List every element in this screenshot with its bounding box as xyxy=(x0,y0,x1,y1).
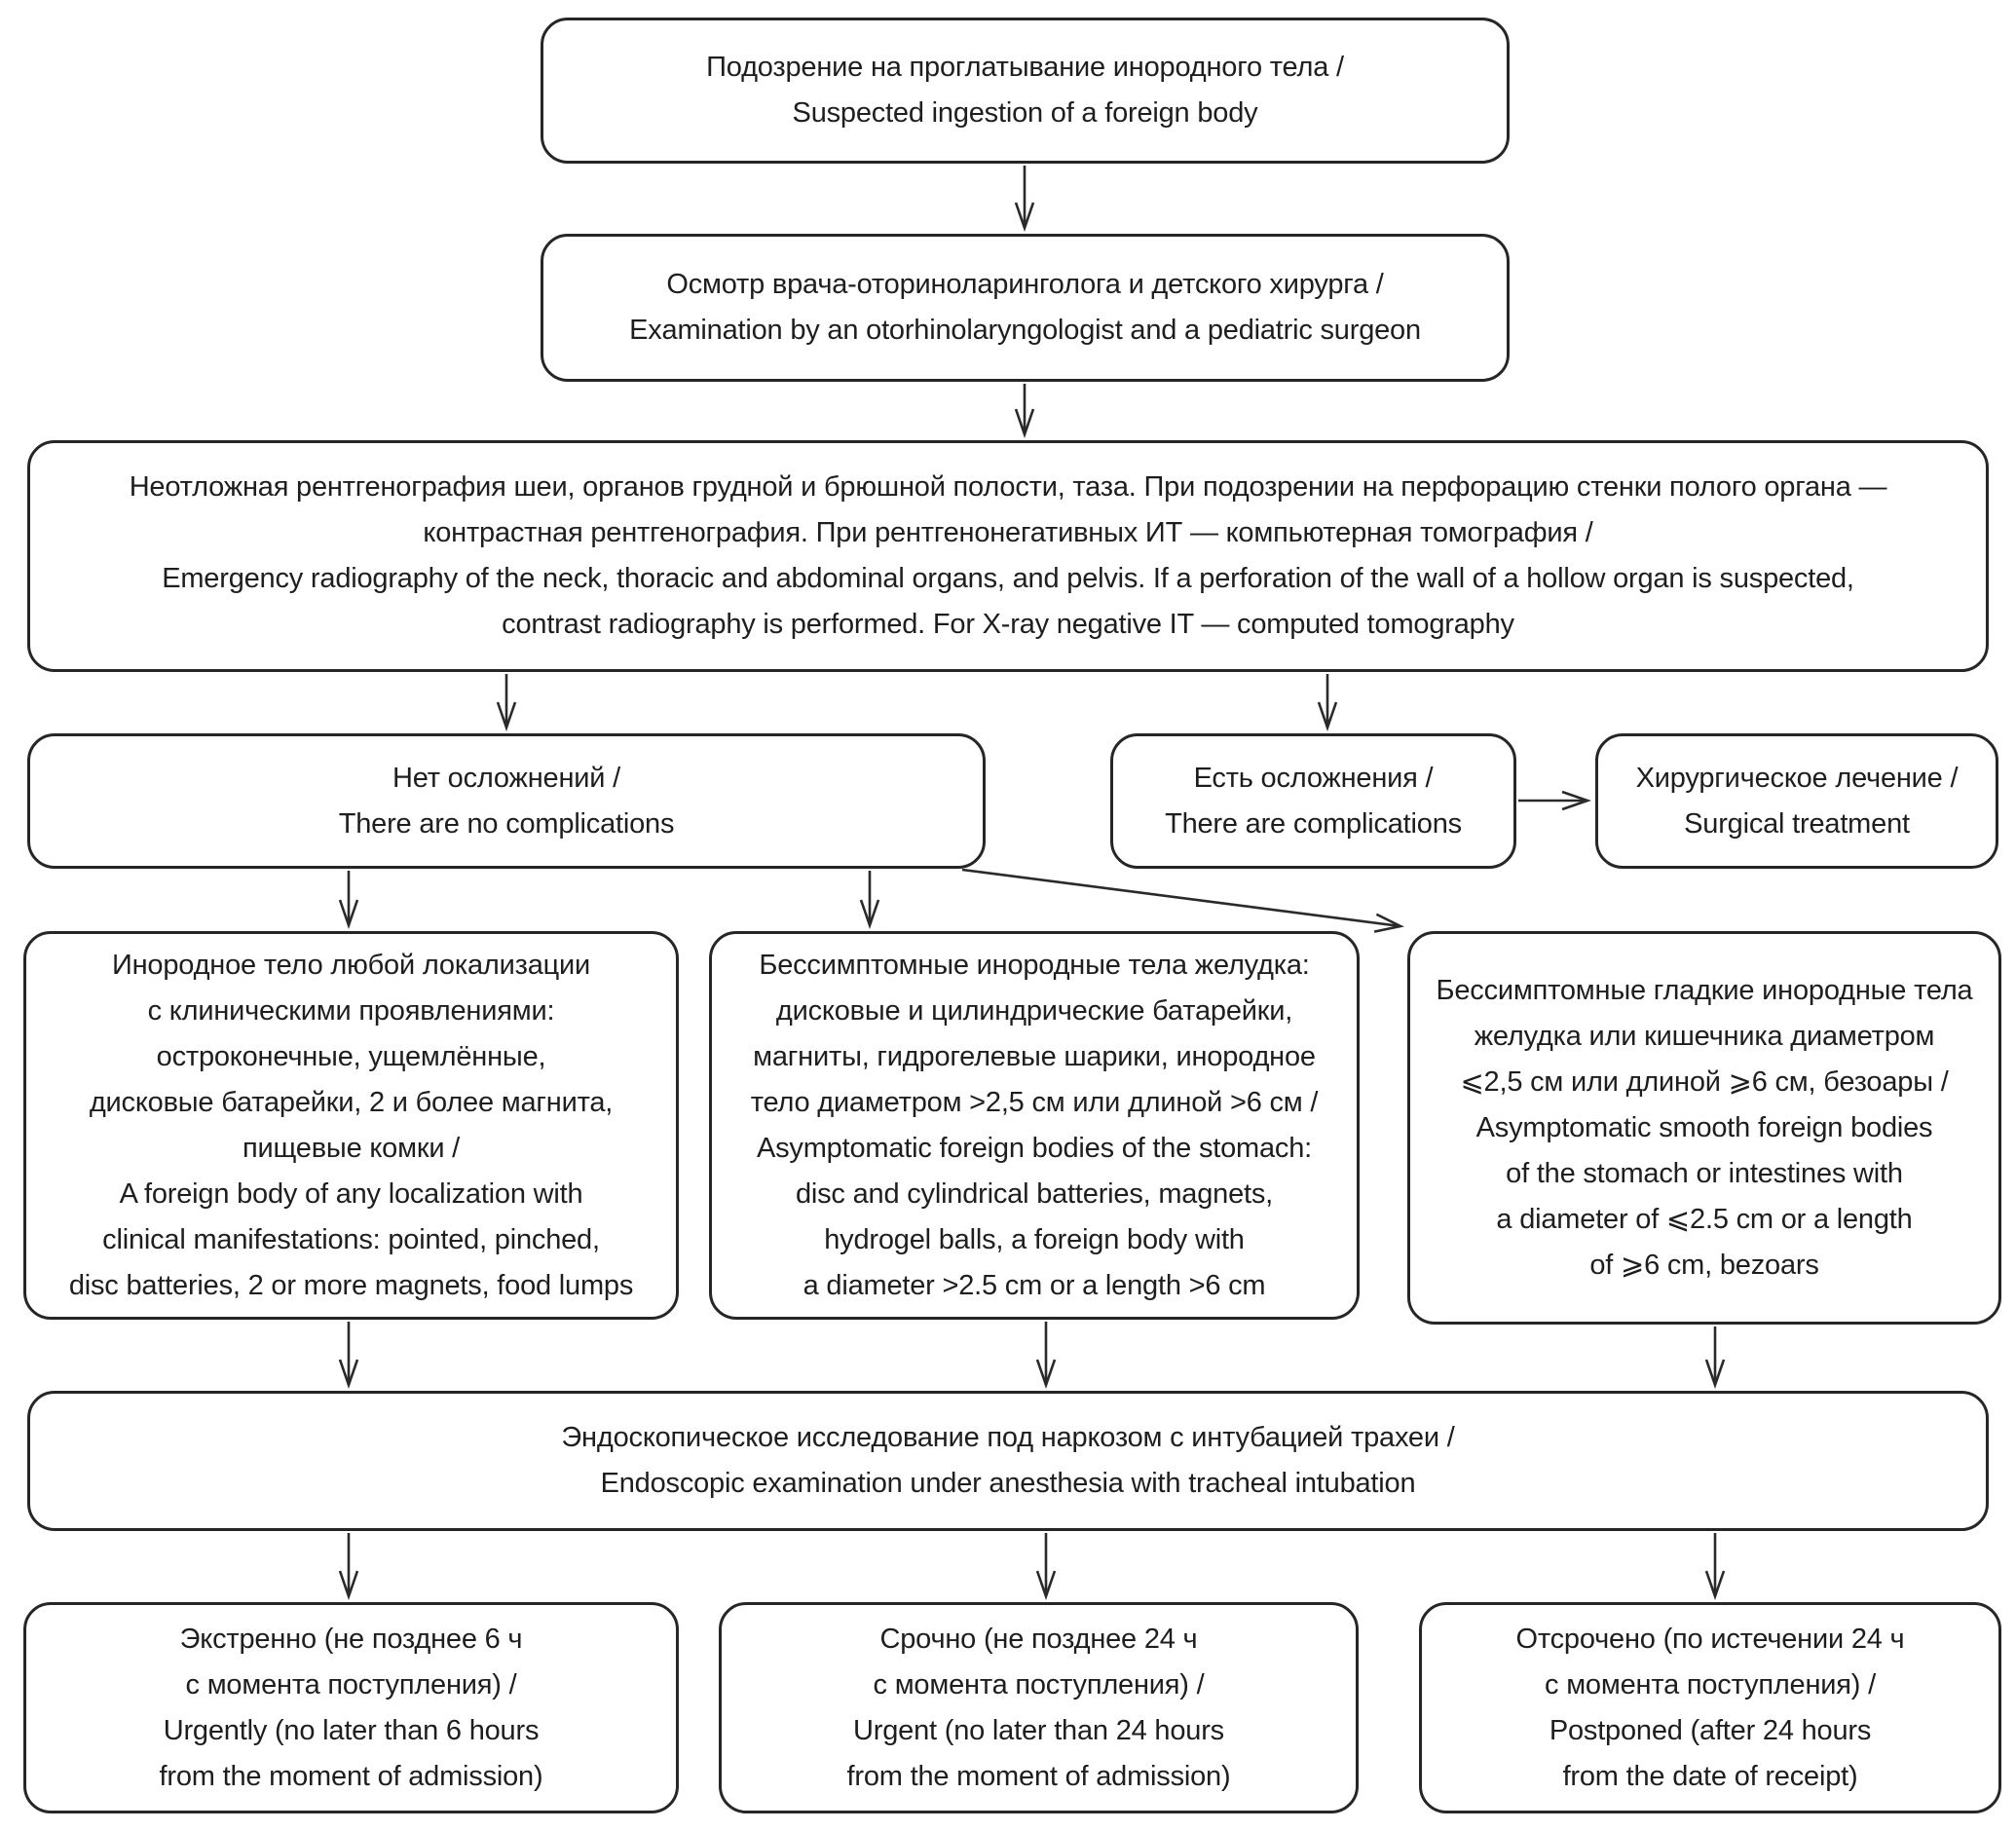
arrow-no-complications-to-asymptomatic-smooth xyxy=(961,868,1404,933)
node-examination: Осмотр врача-оториноларинголога и детско… xyxy=(541,234,1510,382)
node-endoscopy: Эндоскопическое исследование под наркозо… xyxy=(27,1391,1989,1531)
node-radiography: Неотложная рентгенография шеи, органов г… xyxy=(27,440,1989,672)
node-surgical-treatment: Хирургическое лечение /Surgical treatmen… xyxy=(1595,733,1998,869)
node-no-complications: Нет осложнений /There are no complicatio… xyxy=(27,733,986,869)
node-complications: Есть осложнения /There are complications xyxy=(1110,733,1516,869)
node-suspected-ingestion: Подозрение на проглатывание инородного т… xyxy=(541,18,1510,164)
node-asymptomatic-stomach: Бессимптомные инородные тела желудка:дис… xyxy=(709,931,1360,1320)
